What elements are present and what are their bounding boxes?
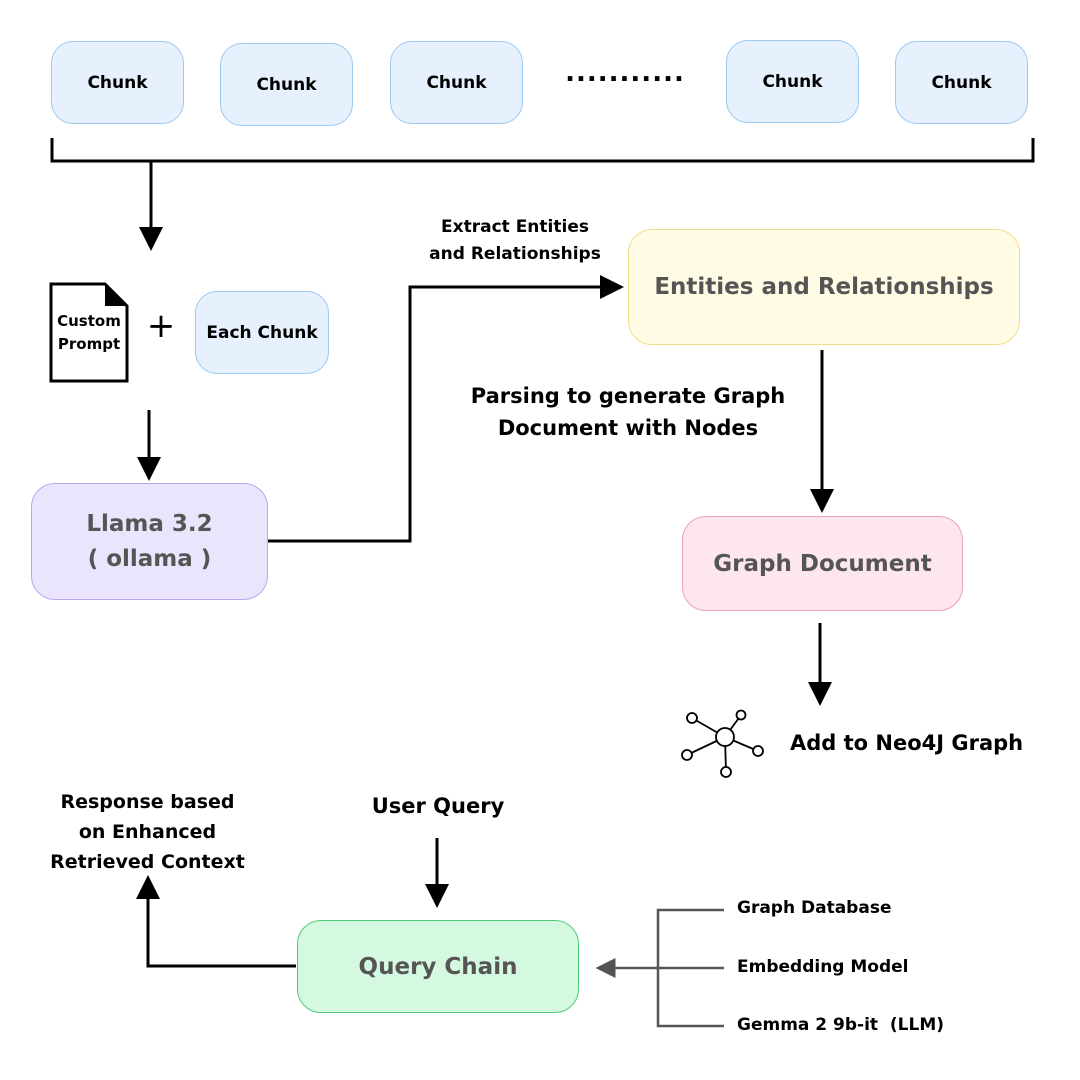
source-graph-database: Graph Database [737,898,892,918]
chunks-bracket [50,138,1035,163]
chunk-box: Chunk [220,43,353,126]
response-label: Response based on Enhanced Retrieved Con… [50,791,245,873]
plus-sign: + [146,306,176,346]
chunk-box: Chunk [895,41,1028,124]
source-llm: Gemma 2 9b-it (LLM) [737,1015,945,1035]
source-embedding-model: Embedding Model [737,957,909,977]
graph-document-box: Graph Document [682,516,963,611]
custom-prompt-label: Custom Prompt [57,312,121,353]
each-chunk-box: Each Chunk [195,291,329,374]
parsing-label: Parsing to generate Graph Document with … [470,384,786,440]
ellipsis: ........... [565,58,685,88]
entities-box: Entities and Relationships [628,229,1020,345]
arrow-to-response [136,875,296,968]
llama-box: Llama 3.2 ( ollama ) [31,483,268,600]
neo4j-label: Add to Neo4J Graph [790,731,1024,755]
user-query-label: User Query [371,794,505,818]
chunk-box: Chunk [726,40,859,123]
chunk-box: Chunk [390,41,523,124]
extract-label: Extract Entities and Relationships [429,217,601,264]
network-graph-icon [674,705,774,785]
query-chain-box: Query Chain [297,920,579,1013]
document-icon [49,282,129,383]
arrow-to-entities [268,275,624,543]
chunk-box: Chunk [51,41,184,124]
